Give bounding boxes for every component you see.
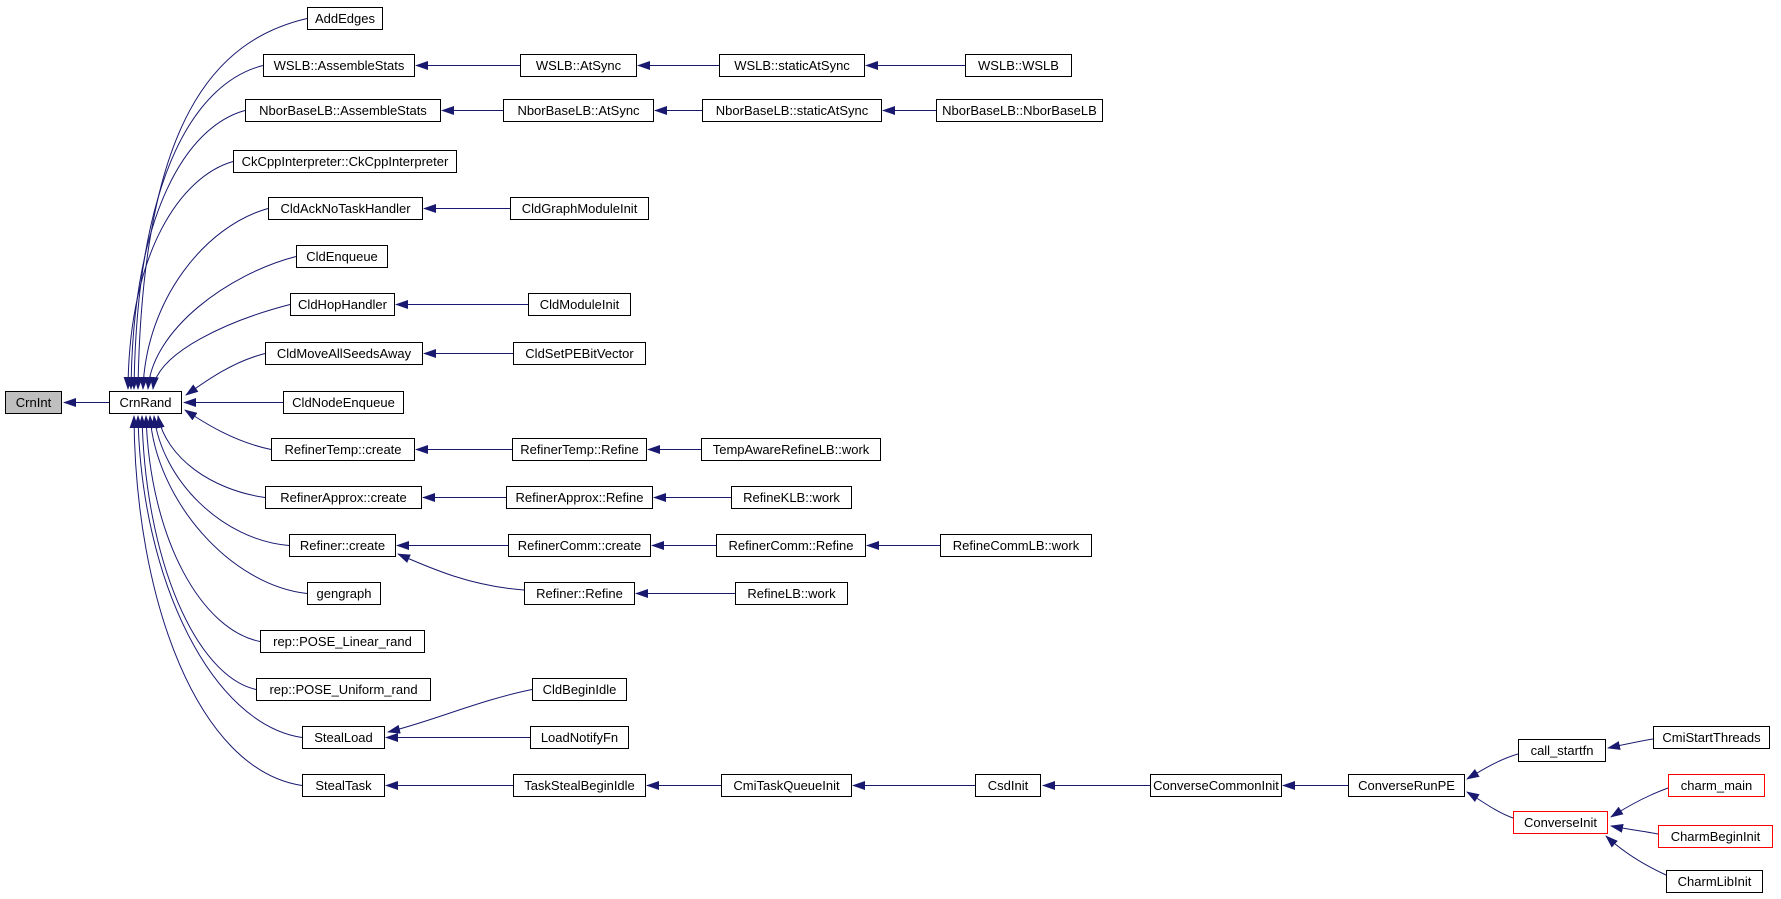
node-tempawarerefinelb-work[interactable]: TempAwareRefineLB::work [701,438,881,461]
node-wslb-staticatsync[interactable]: WSLB::staticAtSync [719,54,865,77]
edge-charmlibinit-converseinit [1605,835,1667,876]
edge-cldmoveallseedsaway-crnrand [185,353,266,396]
edge-pose_uniform_rand-crnrand [137,415,257,690]
edge-pose_linear_rand-crnrand [141,415,261,642]
edge-cmistartthreads-call_startfn [1607,738,1654,750]
node-wslb-wslb[interactable]: WSLB::WSLB [965,54,1072,77]
edge-charmbegininit-converseinit [1610,823,1659,835]
node-gengraph[interactable]: gengraph [307,582,381,605]
node-pose-linear-rand[interactable]: rep::POSE_Linear_rand [260,630,425,653]
node-converserunpe[interactable]: ConverseRunPE [1348,774,1465,797]
node-crnint: CrnInt [5,391,62,414]
node-refinerapprox-create[interactable]: RefinerApprox::create [265,486,422,509]
node-call-startfn[interactable]: call_startfn [1518,739,1606,762]
edge-refinertemp_create-crnrand [184,409,272,450]
node-conversecommoninit[interactable]: ConverseCommonInit [1150,774,1282,797]
node-pose-uniform-rand[interactable]: rep::POSE_Uniform_rand [256,678,431,701]
node-taskstealbeginidle[interactable]: TaskStealBeginIdle [513,774,646,797]
edge-converseinit-converserunpe [1466,791,1514,819]
node-refinertemp-create[interactable]: RefinerTemp::create [271,438,415,461]
node-cldbeginidle[interactable]: CldBeginIdle [532,678,627,701]
node-converseinit[interactable]: ConverseInit [1513,811,1608,834]
edge-nborbaselb_assemblestats-crnrand [126,110,246,390]
node-cldsetpebitvector[interactable]: CldSetPEBitVector [513,342,646,365]
node-charmlibinit[interactable]: CharmLibInit [1666,870,1763,893]
node-cldhophandler[interactable]: CldHopHandler [290,293,395,316]
node-cldgraphmoduleinit[interactable]: CldGraphModuleInit [510,197,649,220]
node-charm-main[interactable]: charm_main [1668,774,1765,797]
node-csdinit[interactable]: CsdInit [975,774,1041,797]
node-refineklb-work[interactable]: RefineKLB::work [731,486,852,509]
node-cmitaskqueueinit[interactable]: CmiTaskQueueInit [721,774,852,797]
node-nborbaselb-atsync[interactable]: NborBaseLB::AtSync [503,99,654,122]
edge-ckcppinterpreter-crnrand [123,161,234,390]
node-nborbaselb-assemblestats[interactable]: NborBaseLB::AssembleStats [245,99,441,122]
node-refinercomm-create[interactable]: RefinerComm::create [508,534,651,557]
node-addedges[interactable]: AddEdges [307,7,383,30]
node-cmistartthreads[interactable]: CmiStartThreads [1653,726,1770,749]
edge-cldbeginidle-stealload [387,689,533,734]
node-cldmoveallseedsaway[interactable]: CldMoveAllSeedsAway [265,342,423,365]
edge-refiner_create-crnrand [151,415,290,546]
edge-cldenqueue-crnrand [144,256,297,390]
node-refinelb-work[interactable]: RefineLB::work [735,582,848,605]
node-refinerapprox-refine[interactable]: RefinerApprox::Refine [506,486,653,509]
node-stealtask[interactable]: StealTask [302,774,385,797]
node-refinercomm-refine[interactable]: RefinerComm::Refine [716,534,866,557]
edge-gengraph-crnrand [146,415,308,594]
edge-stealload-crnrand [133,415,303,738]
node-wslb-atsync[interactable]: WSLB::AtSync [520,54,637,77]
edge-charm_main-converseinit [1610,787,1669,818]
edge-call_startfn-converserunpe [1466,753,1519,780]
node-refiner-create[interactable]: Refiner::create [289,534,396,557]
node-charmbegininit[interactable]: CharmBeginInit [1658,825,1773,848]
edge-cldhophandler-crnrand [149,304,291,390]
node-cldacknotaskhandler[interactable]: CldAckNoTaskHandler [268,197,423,220]
edge-addedges-crnrand [133,18,308,390]
edge-refinerapprox_create-crnrand [155,415,266,498]
edge-cldacknotaskhandler-crnrand [138,208,269,390]
node-ckcppinterpreter[interactable]: CkCppInterpreter::CkCppInterpreter [233,150,457,173]
node-stealload[interactable]: StealLoad [302,726,385,749]
edge-stealtask-crnrand [129,415,303,786]
edge-wslb_assemblestats-crnrand [129,65,264,390]
node-cldmoduleinit[interactable]: CldModuleInit [528,293,631,316]
node-crnrand[interactable]: CrnRand [109,391,182,414]
node-loadnotifyfn[interactable]: LoadNotifyFn [530,726,629,749]
node-wslb-assemblestats[interactable]: WSLB::AssembleStats [263,54,415,77]
edge-refiner_refine-refiner_create [397,553,525,591]
node-nborbaselb-nborbaselb[interactable]: NborBaseLB::NborBaseLB [936,99,1103,122]
node-cldnodeenqueue[interactable]: CldNodeEnqueue [283,391,404,414]
node-refinecommlb-work[interactable]: RefineCommLB::work [940,534,1092,557]
node-refiner-refine[interactable]: Refiner::Refine [524,582,635,605]
node-nborbaselb-staticatsync[interactable]: NborBaseLB::staticAtSync [702,99,882,122]
node-cldenqueue[interactable]: CldEnqueue [296,245,388,268]
node-refinertemp-refine[interactable]: RefinerTemp::Refine [512,438,647,461]
